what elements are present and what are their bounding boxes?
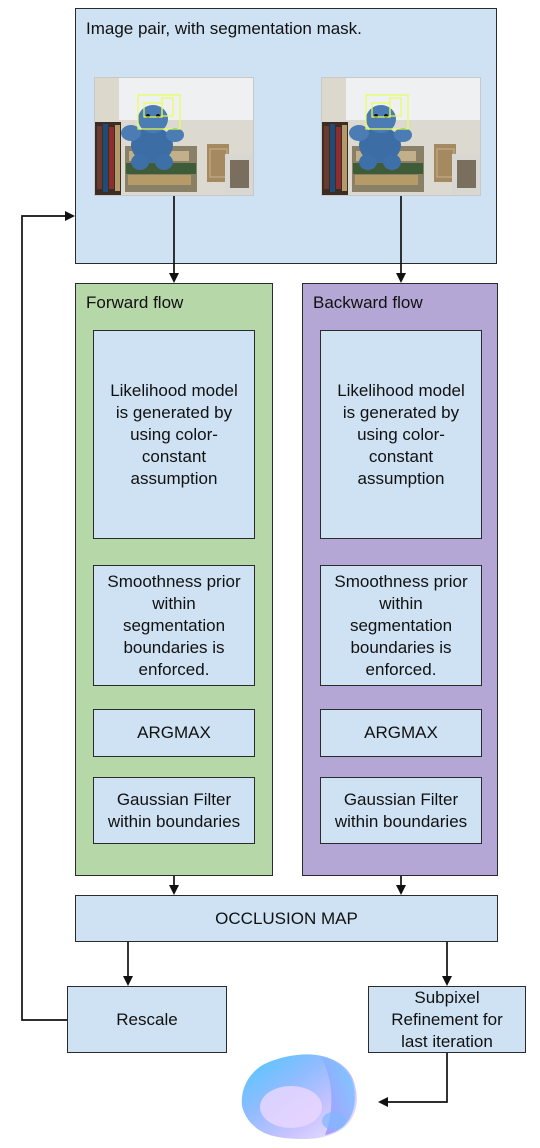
backward-flow-title: Backward flow bbox=[313, 293, 423, 312]
right-input-image bbox=[321, 77, 481, 196]
forward-gaussian-filter-box: Gaussian Filter within boundaries bbox=[93, 777, 255, 844]
backward-smoothness-box: Smoothness prior within segmentation bou… bbox=[320, 565, 482, 686]
forward-likelihood-box: Likelihood model is generated by using c… bbox=[93, 330, 255, 539]
image-pair-title: Image pair, with segmentation mask. bbox=[86, 19, 362, 38]
occlusion-map-box: OCCLUSION MAP bbox=[75, 895, 498, 942]
backward-likelihood-box: Likelihood model is generated by using c… bbox=[320, 330, 482, 539]
rescale-box: Rescale bbox=[67, 986, 227, 1053]
forward-argmax-box: ARGMAX bbox=[93, 709, 255, 757]
optical-flow-field-image bbox=[230, 1044, 365, 1144]
left-input-image bbox=[94, 77, 254, 196]
forward-flow-title: Forward flow bbox=[86, 293, 184, 312]
backward-argmax-box: ARGMAX bbox=[320, 709, 482, 757]
subpixel-refinement-box: Subpixel Refinement for last iteration bbox=[368, 986, 526, 1053]
backward-gaussian-filter-box: Gaussian Filter within boundaries bbox=[320, 777, 482, 844]
forward-smoothness-box: Smoothness prior within segmentation bou… bbox=[93, 565, 255, 686]
